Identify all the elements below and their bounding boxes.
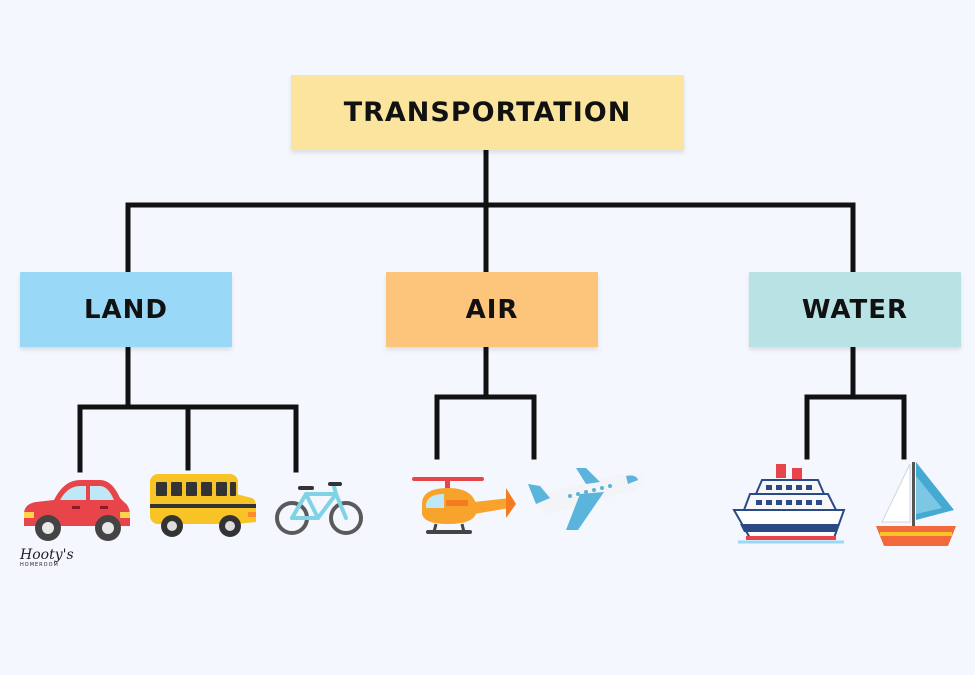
sailboat-icon [876, 462, 956, 546]
root-node-box: TRANSPORTATION [291, 75, 684, 150]
root-node-label: TRANSPORTATION [343, 97, 632, 128]
logo-subtitle: HOMEROOM [20, 562, 59, 568]
car-icon [24, 480, 130, 541]
brand-logo: Hooty's HOMEROOM [20, 548, 74, 568]
category-label-air: AIR [465, 294, 519, 325]
helicopter-icon [412, 477, 516, 534]
logo-name: Hooty's [20, 547, 74, 563]
bicycle-icon [275, 482, 363, 535]
category-box-air: AIR [386, 272, 598, 347]
category-box-water: WATER [749, 272, 961, 347]
school-bus-icon [150, 474, 256, 537]
airplane-icon [528, 468, 643, 530]
category-box-land: LAND [20, 272, 232, 347]
category-label-water: WATER [801, 294, 909, 325]
cruise-ship-icon [732, 464, 846, 544]
category-label-land: LAND [83, 294, 169, 325]
